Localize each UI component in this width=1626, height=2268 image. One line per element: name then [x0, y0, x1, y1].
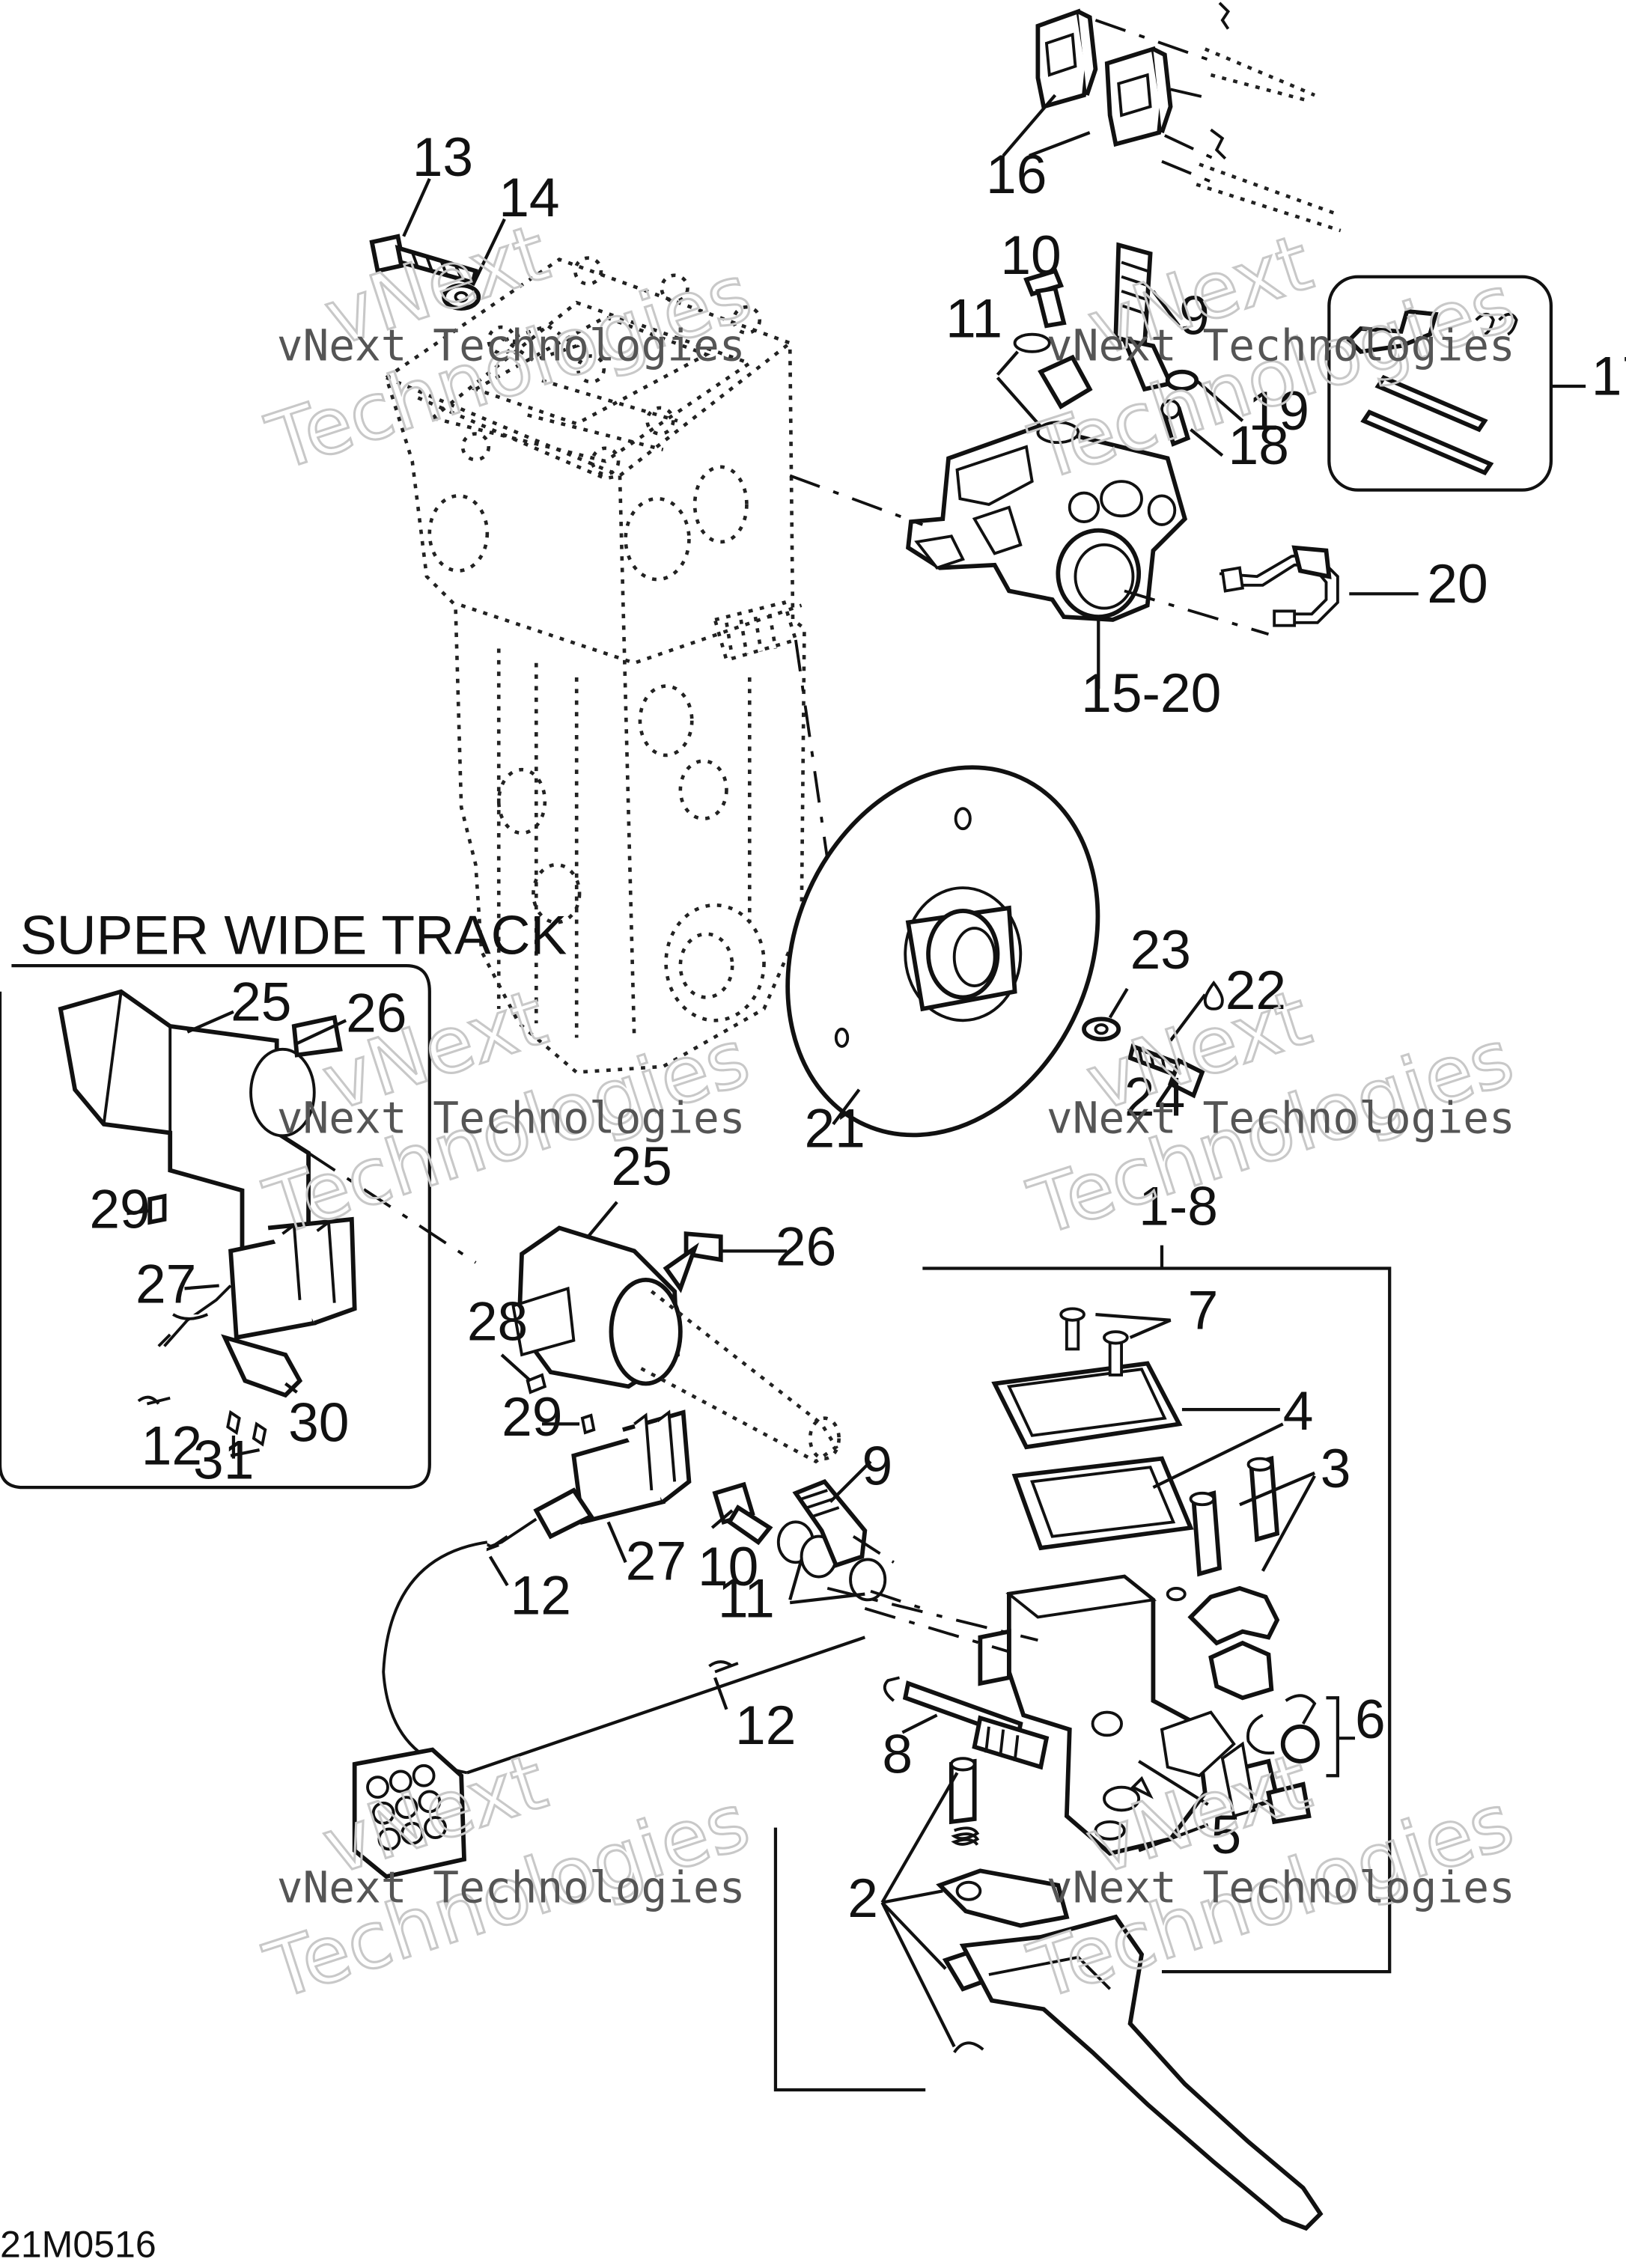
master-cylinder-part — [773, 1245, 1392, 2231]
callout-1-8: 1-8 — [1139, 1176, 1218, 1237]
diagram-reference-code: 21M0516 — [0, 2223, 156, 2264]
callout-5: 5 — [1211, 1804, 1241, 1865]
callout-10-top: 10 — [1000, 225, 1061, 286]
bolt-24-part — [1082, 980, 1224, 1099]
callout-30: 30 — [288, 1392, 349, 1454]
section-title-super-wide-track: SUPER WIDE TRACK — [20, 905, 567, 966]
callout-31: 31 — [193, 1430, 254, 1491]
callout-3: 3 — [1321, 1438, 1351, 1499]
callout-20: 20 — [1427, 553, 1488, 615]
brake-disc-21-part — [785, 765, 1100, 1138]
brake-line-20-part — [1097, 545, 1419, 689]
callout-27-left: 27 — [136, 1254, 196, 1315]
watermark-text: vNext Technologies — [277, 1862, 746, 1913]
callout-26-mid: 26 — [776, 1216, 836, 1278]
watermark-text: vNext Technologies — [1047, 1092, 1515, 1143]
callout-25-left: 25 — [231, 971, 291, 1032]
callout-25-mid: 25 — [611, 1135, 672, 1197]
callout-24: 24 — [1124, 1066, 1185, 1127]
callout-9-mid: 9 — [862, 1435, 892, 1496]
callout-17: 17 — [1592, 346, 1626, 407]
callout-23: 23 — [1130, 919, 1191, 981]
brake-pads-part — [1002, 1, 1342, 233]
brake-light-switch-25-part — [511, 1201, 841, 1464]
callout-10-mid: 10 — [698, 1536, 758, 1597]
watermark-text: vNext Technologies — [277, 1092, 746, 1143]
bolt-13-part — [369, 177, 506, 311]
hose-fitting-9-part — [1113, 242, 1181, 392]
callout-12-left: 12 — [141, 1415, 202, 1476]
pin-kit-part — [1327, 275, 1586, 492]
callout-2: 2 — [847, 1868, 878, 1929]
callout-26-left: 26 — [346, 983, 406, 1044]
callout-8: 8 — [882, 1723, 913, 1784]
wiring-harness-connector-part — [352, 1540, 866, 1880]
callout-6: 6 — [1355, 1689, 1386, 1750]
callout-28: 28 — [467, 1291, 528, 1353]
callout-12-low: 12 — [735, 1695, 796, 1756]
callout-19: 19 — [1249, 380, 1309, 442]
callout-12-mid: 12 — [511, 1565, 571, 1627]
callout-22: 22 — [1225, 960, 1286, 1021]
callout-11-top: 11 — [946, 288, 1002, 350]
banjo-bolt-10-part — [996, 268, 1093, 445]
watermark-text: vNext Technologies — [277, 320, 746, 371]
callout-15-20: 15-20 — [1081, 662, 1221, 724]
callout-11-mid: 11 — [718, 1567, 775, 1629]
callout-4: 4 — [1283, 1380, 1314, 1442]
watermark-bottom-left: vNext Technologies — [254, 1734, 761, 2019]
callout-14: 14 — [499, 167, 559, 228]
callout-16: 16 — [986, 144, 1047, 205]
banjo-bolt-10-lower-part — [710, 1460, 923, 1610]
callout-29-mid: 29 — [502, 1386, 562, 1448]
bleeder-valve-18-part — [1160, 369, 1244, 457]
brake-caliper-part — [906, 424, 1188, 622]
switch-27-part — [469, 1353, 692, 1587]
callout-27-mid: 27 — [626, 1530, 686, 1591]
watermark-text: vNext Technologies — [1047, 320, 1515, 371]
callout-18: 18 — [1228, 415, 1289, 476]
callout-21: 21 — [804, 1098, 865, 1159]
callout-29-left: 29 — [89, 1179, 150, 1240]
callout-7: 7 — [1188, 1279, 1219, 1341]
callout-9-top: 9 — [1179, 285, 1210, 347]
watermark-text: vNext Technologies — [1047, 1862, 1515, 1913]
callout-13: 13 — [412, 126, 473, 188]
super-wide-track-inset — [0, 963, 477, 1490]
gearbox-housing-part — [384, 256, 806, 1074]
